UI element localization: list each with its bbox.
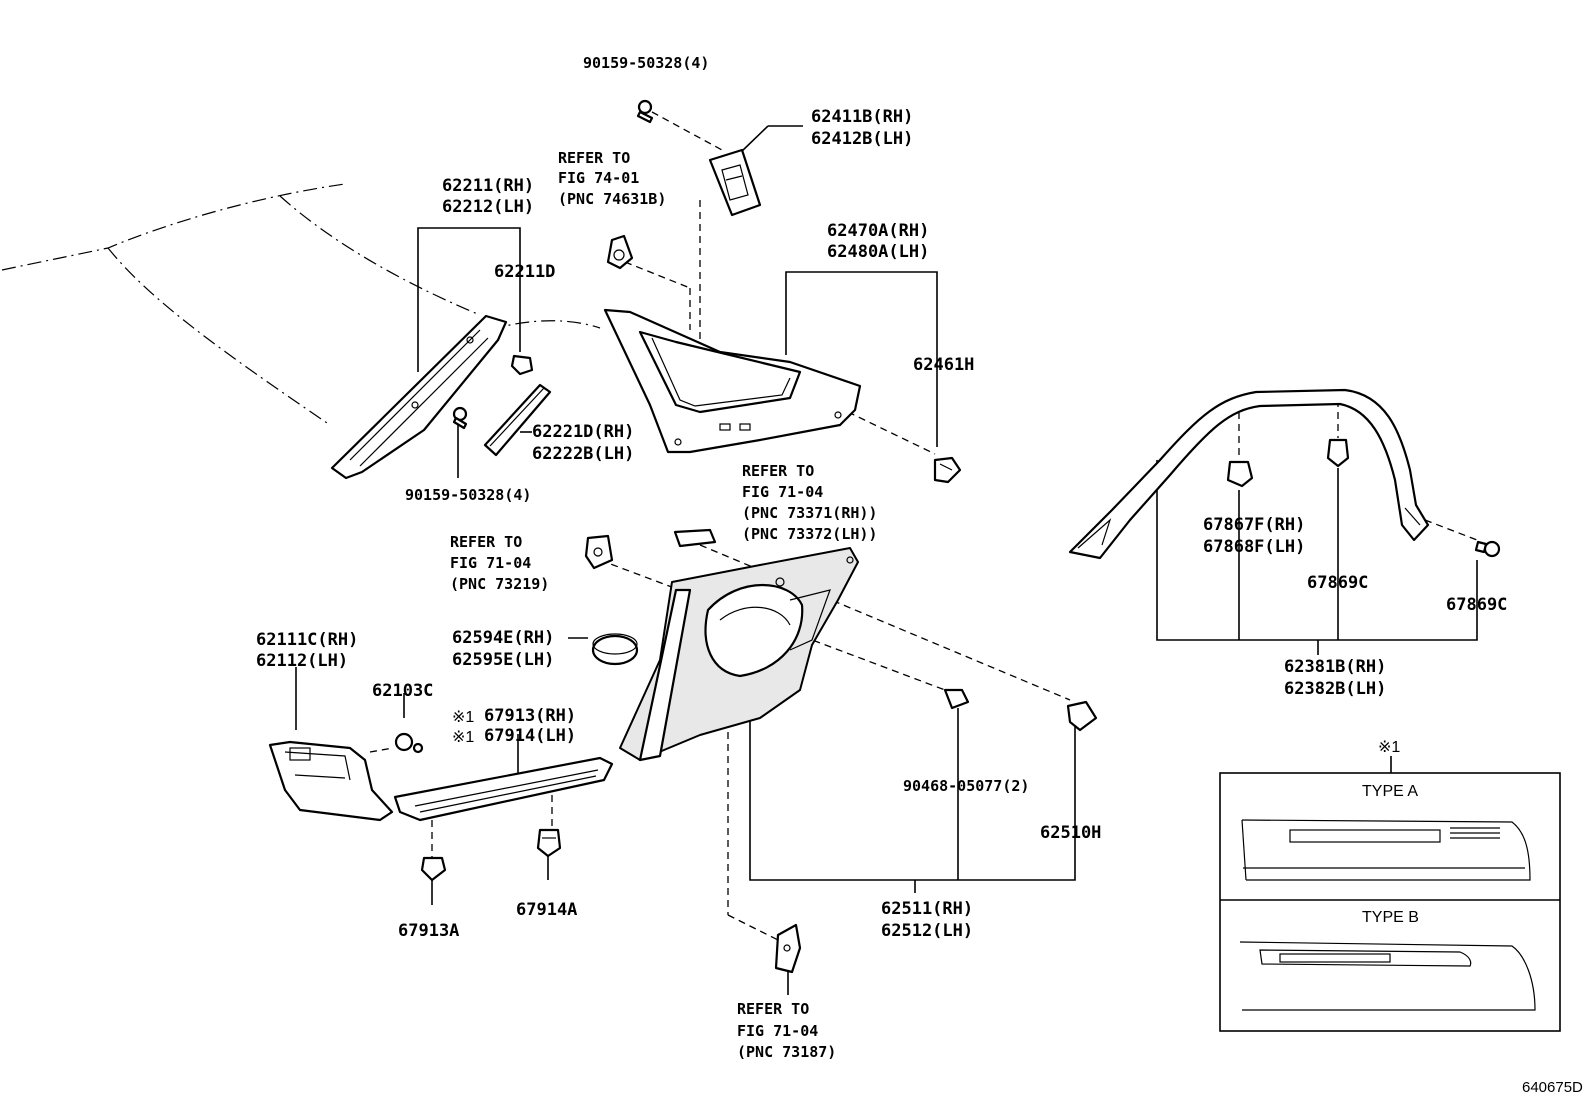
label-screw-top: 90159-50328(4) (583, 54, 709, 72)
weatherstrip-62221d-icon (483, 383, 552, 457)
label-62595e: 62595E(LH) (452, 650, 554, 670)
label-62112: 62112(LH) (256, 651, 348, 671)
label-refer-top-1: REFER TO (558, 149, 630, 167)
label-62212: 62212(LH) (442, 197, 534, 217)
label-62594e: 62594E(RH) (452, 628, 554, 648)
fastener-62103c-icon (394, 732, 424, 754)
quarter-garnish-62470a-icon (603, 308, 862, 454)
label-refer-top-3: (PNC 74631B) (558, 190, 666, 208)
clip-67869c-icon (1326, 438, 1350, 468)
label-67914: 67914(LH) (484, 726, 576, 746)
roof-side-garnish-62381b-icon (1068, 388, 1430, 560)
label-62510h: 62510H (1040, 823, 1101, 843)
scuff-type-b-icon (1239, 941, 1536, 1011)
label-62103c: 62103C (372, 681, 433, 701)
label-67913: 67913(RH) (484, 706, 576, 726)
label-67869c-a: 67869C (1307, 573, 1368, 593)
clip-62461h-icon (933, 456, 962, 484)
label-62211: 62211(RH) (442, 176, 534, 196)
label-67868f: 67868F(LH) (1203, 537, 1305, 557)
grommet-62594e-icon (591, 633, 639, 666)
clip-90468-icon (943, 688, 970, 710)
label-67867f: 67867F(RH) (1203, 515, 1305, 535)
label-refer-bot-2: FIG 71-04 (737, 1022, 818, 1040)
label-67869c-b: 67869C (1446, 595, 1507, 615)
quarter-trim-panel-62511-icon (619, 547, 859, 762)
label-67913a: 67913A (398, 921, 459, 941)
label-62470a: 62470A(RH) (827, 221, 929, 241)
label-refer-left-2: FIG 71-04 (450, 554, 531, 572)
clip-67867f-icon (1226, 460, 1254, 488)
inset-box (1219, 772, 1561, 1032)
label-refer-mid-4: (PNC 73372(LH)) (742, 525, 877, 543)
clip-62211d-icon (510, 354, 534, 376)
scuff-plate-67913-icon (393, 756, 614, 822)
label-screw-bottom: 90159-50328(4) (405, 486, 531, 504)
label-refer-left-1: REFER TO (450, 533, 522, 551)
clip-73371-icon (673, 528, 717, 548)
screw-icon (636, 99, 654, 124)
label-refer-bot-1: REFER TO (737, 1000, 809, 1018)
label-refer-bot-3: (PNC 73187) (737, 1043, 836, 1061)
labels: 90159-50328(4) 62411B(RH) 62412B(LH) REF… (256, 54, 1583, 1096)
pillar-garnish-62211-icon (330, 314, 508, 480)
clip-73219-icon (584, 534, 614, 570)
screw-bottom-icon (452, 406, 468, 430)
parts (268, 99, 1501, 974)
label-drawing-code: 640675D (1522, 1079, 1583, 1096)
label-62381b: 62381B(RH) (1284, 657, 1386, 677)
label-62211d: 62211D (494, 262, 555, 282)
label-refer-left-3: (PNC 73219) (450, 575, 549, 593)
label-refer-top-2: FIG 74-01 (558, 169, 639, 187)
label-62461h: 62461H (913, 355, 974, 375)
roof-outline (1, 183, 601, 426)
label-62511: 62511(RH) (881, 899, 973, 919)
clip-67869c-right-icon (1474, 540, 1501, 558)
bracket-62411b-icon (708, 148, 762, 217)
label-62111c: 62111C(RH) (256, 630, 358, 650)
label-62480a: 62480A(LH) (827, 242, 929, 262)
clip-67913a-icon (420, 856, 447, 882)
label-inset-mark: ※1 (1378, 739, 1400, 756)
clip-74631b-icon (606, 234, 634, 270)
label-90468: 90468-05077(2) (903, 777, 1029, 795)
label-62411b: 62411B(RH) (811, 107, 913, 127)
cowl-side-trim-62111c-icon (268, 740, 394, 822)
label-note-mark-2: ※1 (452, 729, 474, 746)
label-62512: 62512(LH) (881, 921, 973, 941)
scuff-type-a-icon (1241, 819, 1531, 881)
label-62221d: 62221D(RH) (532, 422, 634, 442)
label-62412b: 62412B(LH) (811, 129, 913, 149)
label-refer-mid-1: REFER TO (742, 462, 814, 480)
clip-62510h-icon (1066, 700, 1098, 732)
label-type-a: TYPE A (1362, 783, 1418, 800)
label-67914a: 67914A (516, 900, 577, 920)
label-62382b: 62382B(LH) (1284, 679, 1386, 699)
clip-67914a-icon (536, 828, 562, 858)
bracket-73187-icon (774, 923, 802, 974)
label-note-mark-1: ※1 (452, 709, 474, 726)
label-62222b: 62222B(LH) (532, 444, 634, 464)
label-type-b: TYPE B (1362, 909, 1419, 926)
label-refer-mid-2: FIG 71-04 (742, 483, 823, 501)
label-refer-mid-3: (PNC 73371(RH)) (742, 504, 877, 522)
